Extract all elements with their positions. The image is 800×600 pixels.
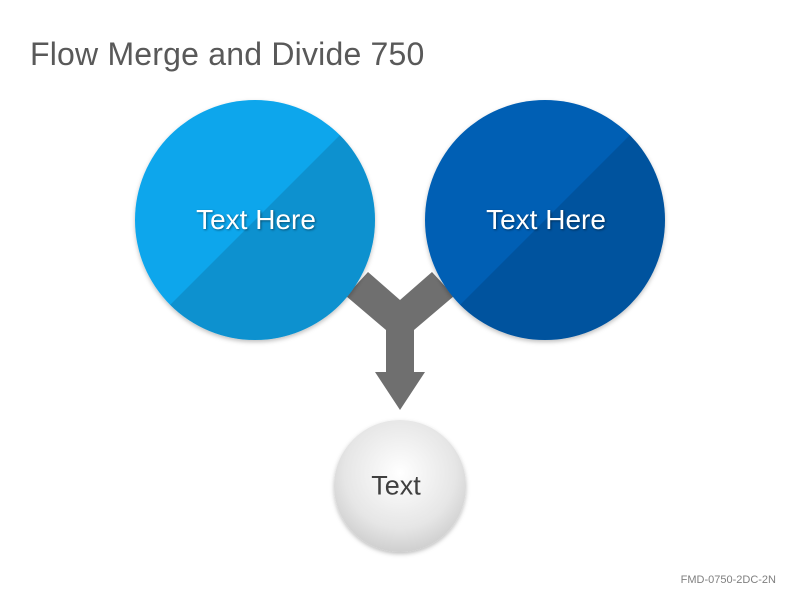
node-right — [425, 100, 665, 340]
page-title: Flow Merge and Divide 750 — [30, 36, 425, 72]
merge-arrow — [346, 272, 454, 410]
merge-arrow-shape — [346, 272, 454, 410]
node-bottom — [334, 420, 466, 552]
node-left — [135, 100, 375, 340]
node-left-label: Text Here — [196, 204, 316, 235]
node-right-label: Text Here — [486, 204, 606, 235]
node-bottom-circle — [334, 420, 466, 552]
footer-code: FMD-0750-2DC-2N — [680, 574, 776, 586]
node-bottom-label: Text — [371, 470, 421, 501]
